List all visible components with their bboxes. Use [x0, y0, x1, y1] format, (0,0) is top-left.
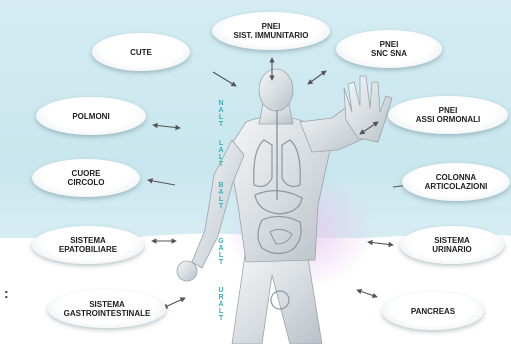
node-cuore: CUORE CIRCOLO	[32, 159, 140, 197]
arrow-assi	[360, 122, 378, 134]
node-cute-label: CUTE	[130, 48, 152, 57]
node-cuore-label: CUORE CIRCOLO	[68, 169, 105, 187]
label-uralt: URALT	[217, 287, 225, 322]
arrow-cute	[213, 72, 236, 86]
node-gastro: SISTEMA GASTROINTESTINALE	[48, 290, 166, 328]
node-cute: CUTE	[92, 33, 190, 71]
node-pnei-snc: PNEI SNC SNA	[336, 30, 442, 68]
node-gastro-label: SISTEMA GASTROINTESTINALE	[64, 300, 151, 318]
label-galt: GALT	[217, 238, 225, 266]
left-colon-mark: :	[4, 285, 9, 301]
arrow-cuore	[148, 180, 175, 185]
arrow-snc	[308, 71, 326, 84]
label-nalt: NALT	[217, 100, 225, 128]
node-polmoni: POLMONI	[36, 97, 146, 135]
node-pnei-immunitario-label: PNEI SIST. IMMUNITARIO	[234, 22, 309, 40]
node-pnei-immunitario: PNEI SIST. IMMUNITARIO	[212, 12, 330, 50]
node-urinario: SISTEMA URINARIO	[400, 226, 504, 264]
node-epatobiliare-label: SISTEMA EPATOBILIARE	[59, 236, 117, 254]
node-pancreas: PANCREAS	[382, 292, 484, 330]
node-pancreas-label: PANCREAS	[411, 307, 455, 316]
node-pnei-assi: PNEI ASSI ORMONALI	[388, 96, 508, 134]
arrow-polmoni	[153, 125, 180, 128]
arrow-gastro	[163, 298, 185, 308]
node-colonna: COLONNA ARTICOLAZIONI	[402, 163, 510, 201]
node-epatobiliare: SISTEMA EPATOBILIARE	[32, 226, 144, 264]
node-colonna-label: COLONNA ARTICOLAZIONI	[425, 173, 488, 191]
arrow-pancreas	[357, 290, 377, 297]
node-urinario-label: SISTEMA URINARIO	[432, 236, 472, 254]
node-polmoni-label: POLMONI	[72, 112, 109, 121]
node-pnei-assi-label: PNEI ASSI ORMONALI	[416, 106, 480, 124]
node-pnei-snc-label: PNEI SNC SNA	[371, 40, 407, 58]
label-lalt: LALT	[217, 140, 225, 168]
arrow-urinario	[368, 242, 393, 245]
label-balt: BALT	[217, 182, 225, 210]
